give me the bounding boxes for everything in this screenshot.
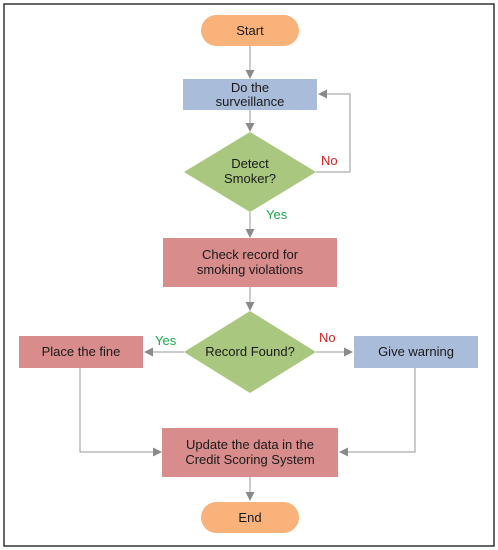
detect-smoker-label-line2: Smoker? [224,171,276,186]
detect-smoker-decision: Detect Smoker? [184,132,316,212]
found-no-label: No [319,330,336,345]
detect-no-label: No [321,153,338,168]
record-found-label: Record Found? [205,344,295,359]
edge-fine-to-update [79,368,162,457]
place-fine-label: Place the fine [42,344,121,359]
connectors [79,46,416,501]
surveillance-label-line2: surveillance [216,94,285,109]
diagram-frame [3,3,495,547]
edge-warning-to-update [339,368,416,457]
check-record-node: Check record for smoking violations [163,238,337,287]
record-found-decision: Record Found? [184,311,316,393]
end-node: End [201,502,299,533]
check-record-label-line1: Check record for [202,247,299,262]
edge-detect-no-loop [316,89,351,173]
update-data-label-line1: Update the data in the [186,437,314,452]
start-node: Start [201,15,299,46]
end-label: End [238,510,261,525]
start-label: Start [236,23,264,38]
detect-yes-label: Yes [266,207,288,222]
give-warning-label: Give warning [378,344,454,359]
give-warning-node: Give warning [354,336,478,368]
update-data-label-line2: Credit Scoring System [185,452,314,467]
update-data-node: Update the data in the Credit Scoring Sy… [162,428,338,477]
detect-smoker-label-line1: Detect [231,156,269,171]
surveillance-node: Do the surveillance [183,79,317,110]
check-record-label-line2: smoking violations [197,262,304,277]
place-fine-node: Place the fine [19,336,143,368]
surveillance-label-line1: Do the [231,80,269,95]
found-yes-label: Yes [155,333,177,348]
